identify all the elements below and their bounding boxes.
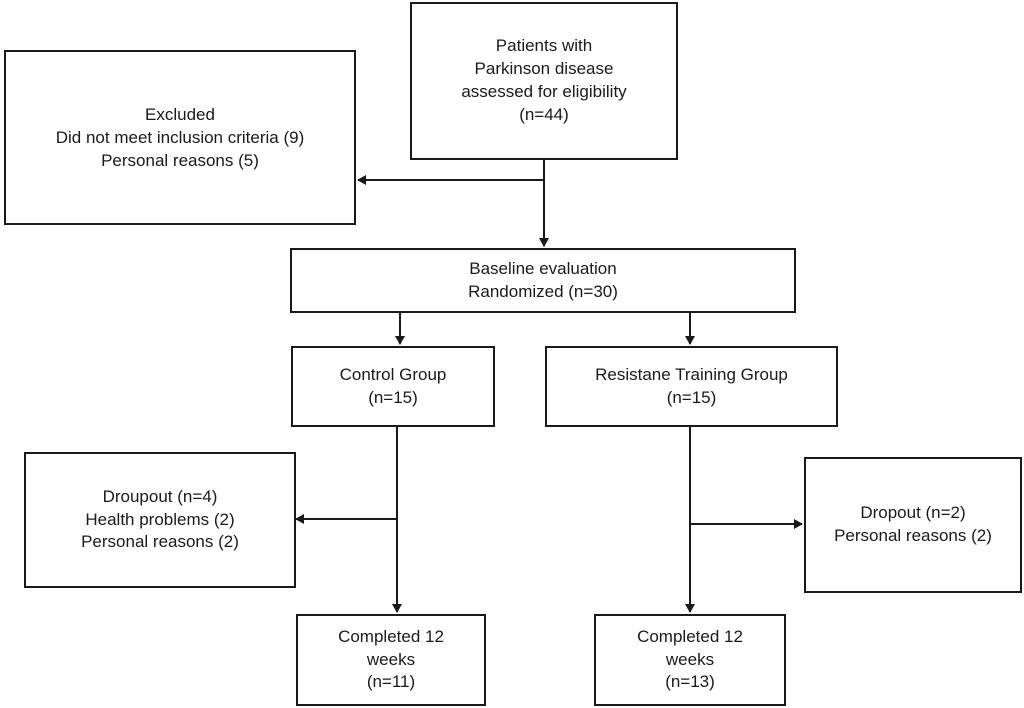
training-dropout-line: Dropout (n=2): [860, 503, 966, 523]
control-completed-line: weeks: [366, 649, 416, 669]
eligibility-line: assessed for eligibility: [461, 82, 627, 101]
control-group-line: Control Group: [339, 364, 447, 384]
baseline-line: Randomized (n=30): [468, 281, 618, 301]
excluded-line: Personal reasons (5): [101, 150, 259, 170]
eligibility-box: Patients with Parkinson disease assessed…: [410, 2, 678, 160]
eligibility-line: Parkinson disease: [474, 59, 614, 79]
training-group-line: Resistane Training Group: [595, 364, 788, 384]
eligibility-line: (n=44): [519, 104, 569, 124]
excluded-line: Excluded: [145, 105, 215, 124]
control-completed-line: Completed 12: [338, 626, 444, 646]
training-completed-line: (n=13): [665, 672, 715, 692]
training-completed-box: Completed 12 weeks (n=13): [594, 614, 786, 706]
eligibility-line: Patients with: [495, 36, 593, 56]
training-group-box: Resistane Training Group (n=15): [545, 346, 838, 427]
control-group-line: (n=15): [368, 387, 418, 407]
excluded-box: Excluded Did not meet inclusion criteria…: [4, 50, 356, 225]
training-completed-line: weeks: [665, 649, 715, 669]
control-dropout-line: Droupout (n=4): [102, 486, 218, 506]
control-dropout-line: Health problems (2): [85, 509, 235, 529]
training-completed-line: Completed 12: [637, 626, 743, 646]
training-group-line: (n=15): [666, 387, 717, 407]
baseline-box: Baseline evaluation Randomized (n=30): [290, 248, 796, 313]
control-group-box: Control Group (n=15): [291, 346, 495, 427]
control-completed-box: Completed 12 weeks (n=11): [296, 614, 486, 706]
control-completed-line: (n=11): [366, 672, 416, 692]
control-dropout-line: Personal reasons (2): [81, 532, 239, 552]
training-dropout-box: Dropout (n=2) Personal reasons (2): [804, 457, 1022, 593]
training-dropout-line: Personal reasons (2): [834, 526, 992, 545]
baseline-line: Baseline evaluation: [469, 258, 617, 278]
control-dropout-box: Droupout (n=4) Health problems (2) Perso…: [24, 452, 296, 588]
excluded-line: Did not meet inclusion criteria (9): [55, 127, 305, 147]
